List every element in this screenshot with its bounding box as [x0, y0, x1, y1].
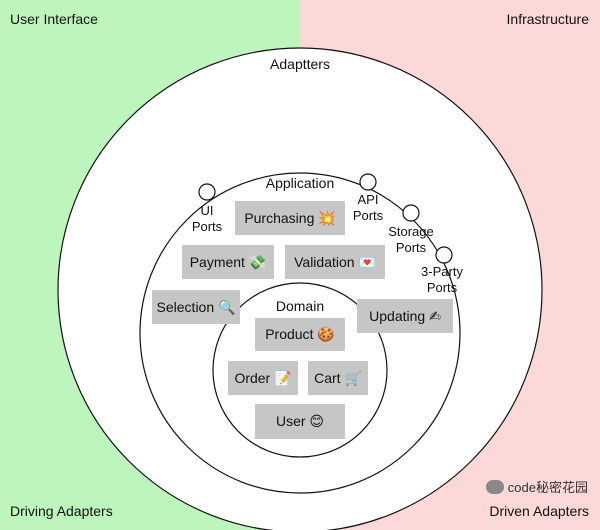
domain-layer-label: Domain	[275, 298, 325, 314]
infrastructure-label: Infrastructure	[506, 11, 589, 27]
product-box: Product 🍪	[255, 318, 345, 351]
chat-bubble-icon	[485, 479, 504, 494]
api-ports-label: API Ports	[352, 192, 384, 223]
driven-adapters-label: Driven Adapters	[489, 503, 589, 519]
ui-port-circle	[198, 183, 216, 201]
order-box: Order 📝	[228, 361, 298, 395]
user-box: User 😊	[255, 404, 345, 439]
payment-box: Payment 💸	[182, 245, 274, 279]
purchasing-box: Purchasing 💥	[235, 201, 345, 235]
adapters-layer-label: Adaptters	[270, 56, 330, 72]
storage-port-circle	[402, 204, 420, 222]
third-party-ports-label: 3-Party Ports	[421, 264, 463, 295]
driving-adapters-label: Driving Adapters	[10, 503, 113, 519]
updating-box: Updating ✍	[357, 299, 453, 333]
ui-ports-label: UI Ports	[191, 203, 223, 234]
application-layer-label: Application	[265, 175, 335, 191]
watermark: code秘密花园	[485, 477, 588, 496]
selection-box: Selection 🔍	[152, 290, 240, 324]
watermark-text: code秘密花园	[507, 480, 588, 495]
api-port-circle	[359, 173, 377, 191]
validation-box: Validation 💌	[285, 245, 385, 279]
storage-ports-label: Storage Ports	[388, 224, 434, 255]
cart-box: Cart 🛒	[308, 361, 368, 395]
user-interface-label: User Interface	[10, 11, 98, 27]
third-party-port-circle	[435, 246, 453, 264]
